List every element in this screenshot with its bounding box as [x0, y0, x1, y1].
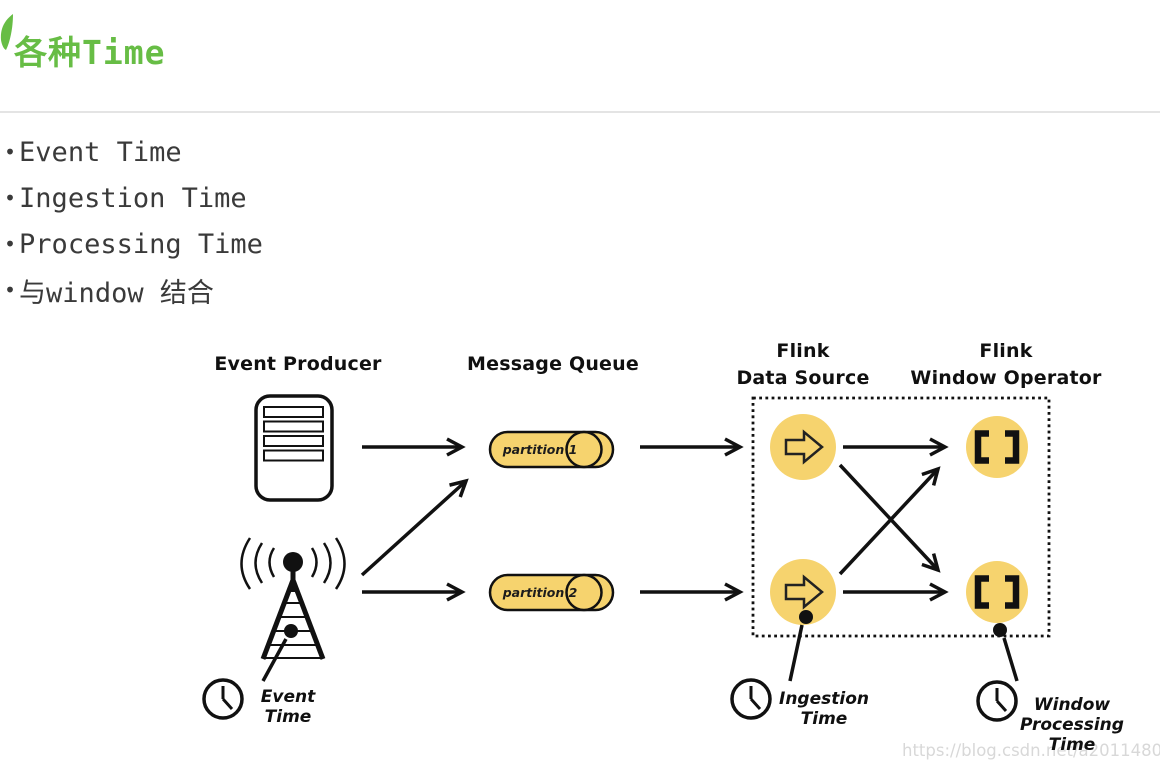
watermark-url: https://blog.csdn.net/a2011480169	[902, 741, 1160, 760]
header-divider	[0, 111, 1160, 113]
ingestion-time-pointer	[788, 610, 813, 682]
bullet-dot: •	[4, 140, 17, 164]
window-processing-time-label: Window Processing Time	[1020, 695, 1124, 755]
right-arrow-glyph	[784, 574, 824, 610]
flow-arrows-queue-to-flink	[640, 437, 744, 602]
column-header-flink-data-source: Flink Data Source	[736, 340, 870, 389]
bullet-dot: •	[4, 186, 17, 210]
bullet-dot: •	[4, 232, 17, 256]
window-operator-node-2	[966, 561, 1028, 623]
radio-waves-icon	[240, 537, 346, 590]
flow-arrows-source-to-window	[838, 437, 949, 602]
radio-tower-icon	[240, 537, 346, 660]
window-operator-node-1	[966, 416, 1028, 478]
bullet-item: • Event Time	[4, 129, 263, 175]
window-time-pointer	[993, 623, 1019, 682]
clock-icon-window	[976, 680, 1018, 722]
page-title: 各种Time	[14, 33, 166, 72]
bullet-item: • Ingestion Time	[4, 175, 263, 221]
leaf-icon	[0, 14, 13, 50]
data-source-node-1	[770, 414, 836, 480]
window-brackets-glyph	[974, 575, 1020, 609]
flink-dotted-box	[751, 396, 1051, 638]
partition-pill-2	[488, 573, 615, 612]
flow-arrows-producer-to-queue	[360, 437, 469, 602]
event-time-pointer	[261, 624, 298, 682]
bullet-label: Ingestion Time	[19, 182, 247, 214]
ingestion-time-label: Ingestion Time	[779, 689, 869, 729]
bullet-list: • Event Time • Ingestion Time • Processi…	[4, 129, 263, 313]
bullet-label: Event Time	[19, 136, 182, 168]
server-icon	[254, 394, 334, 502]
right-arrow-glyph	[784, 429, 824, 465]
bullet-dot: •	[4, 278, 17, 302]
clock-icon-ingestion	[730, 678, 772, 720]
clock-icon-event	[202, 678, 244, 720]
event-time-label: Event Time	[260, 687, 316, 727]
data-source-node-2	[770, 559, 836, 625]
bullet-label: Processing Time	[19, 228, 263, 260]
partition-pill-1	[488, 430, 615, 469]
window-brackets-glyph	[974, 430, 1020, 464]
bullet-label: 与window 结合	[19, 277, 214, 309]
bullet-item: • Processing Time	[4, 221, 263, 267]
column-header-flink-window-operator: Flink Window Operator	[910, 340, 1102, 389]
column-header-message-queue: Message Queue	[467, 353, 639, 375]
column-header-event-producer: Event Producer	[214, 353, 382, 375]
partition-2-label: partition 2	[502, 585, 578, 600]
partition-1-label: partition 1	[502, 442, 578, 457]
bullet-item: • 与window 结合	[4, 267, 263, 313]
